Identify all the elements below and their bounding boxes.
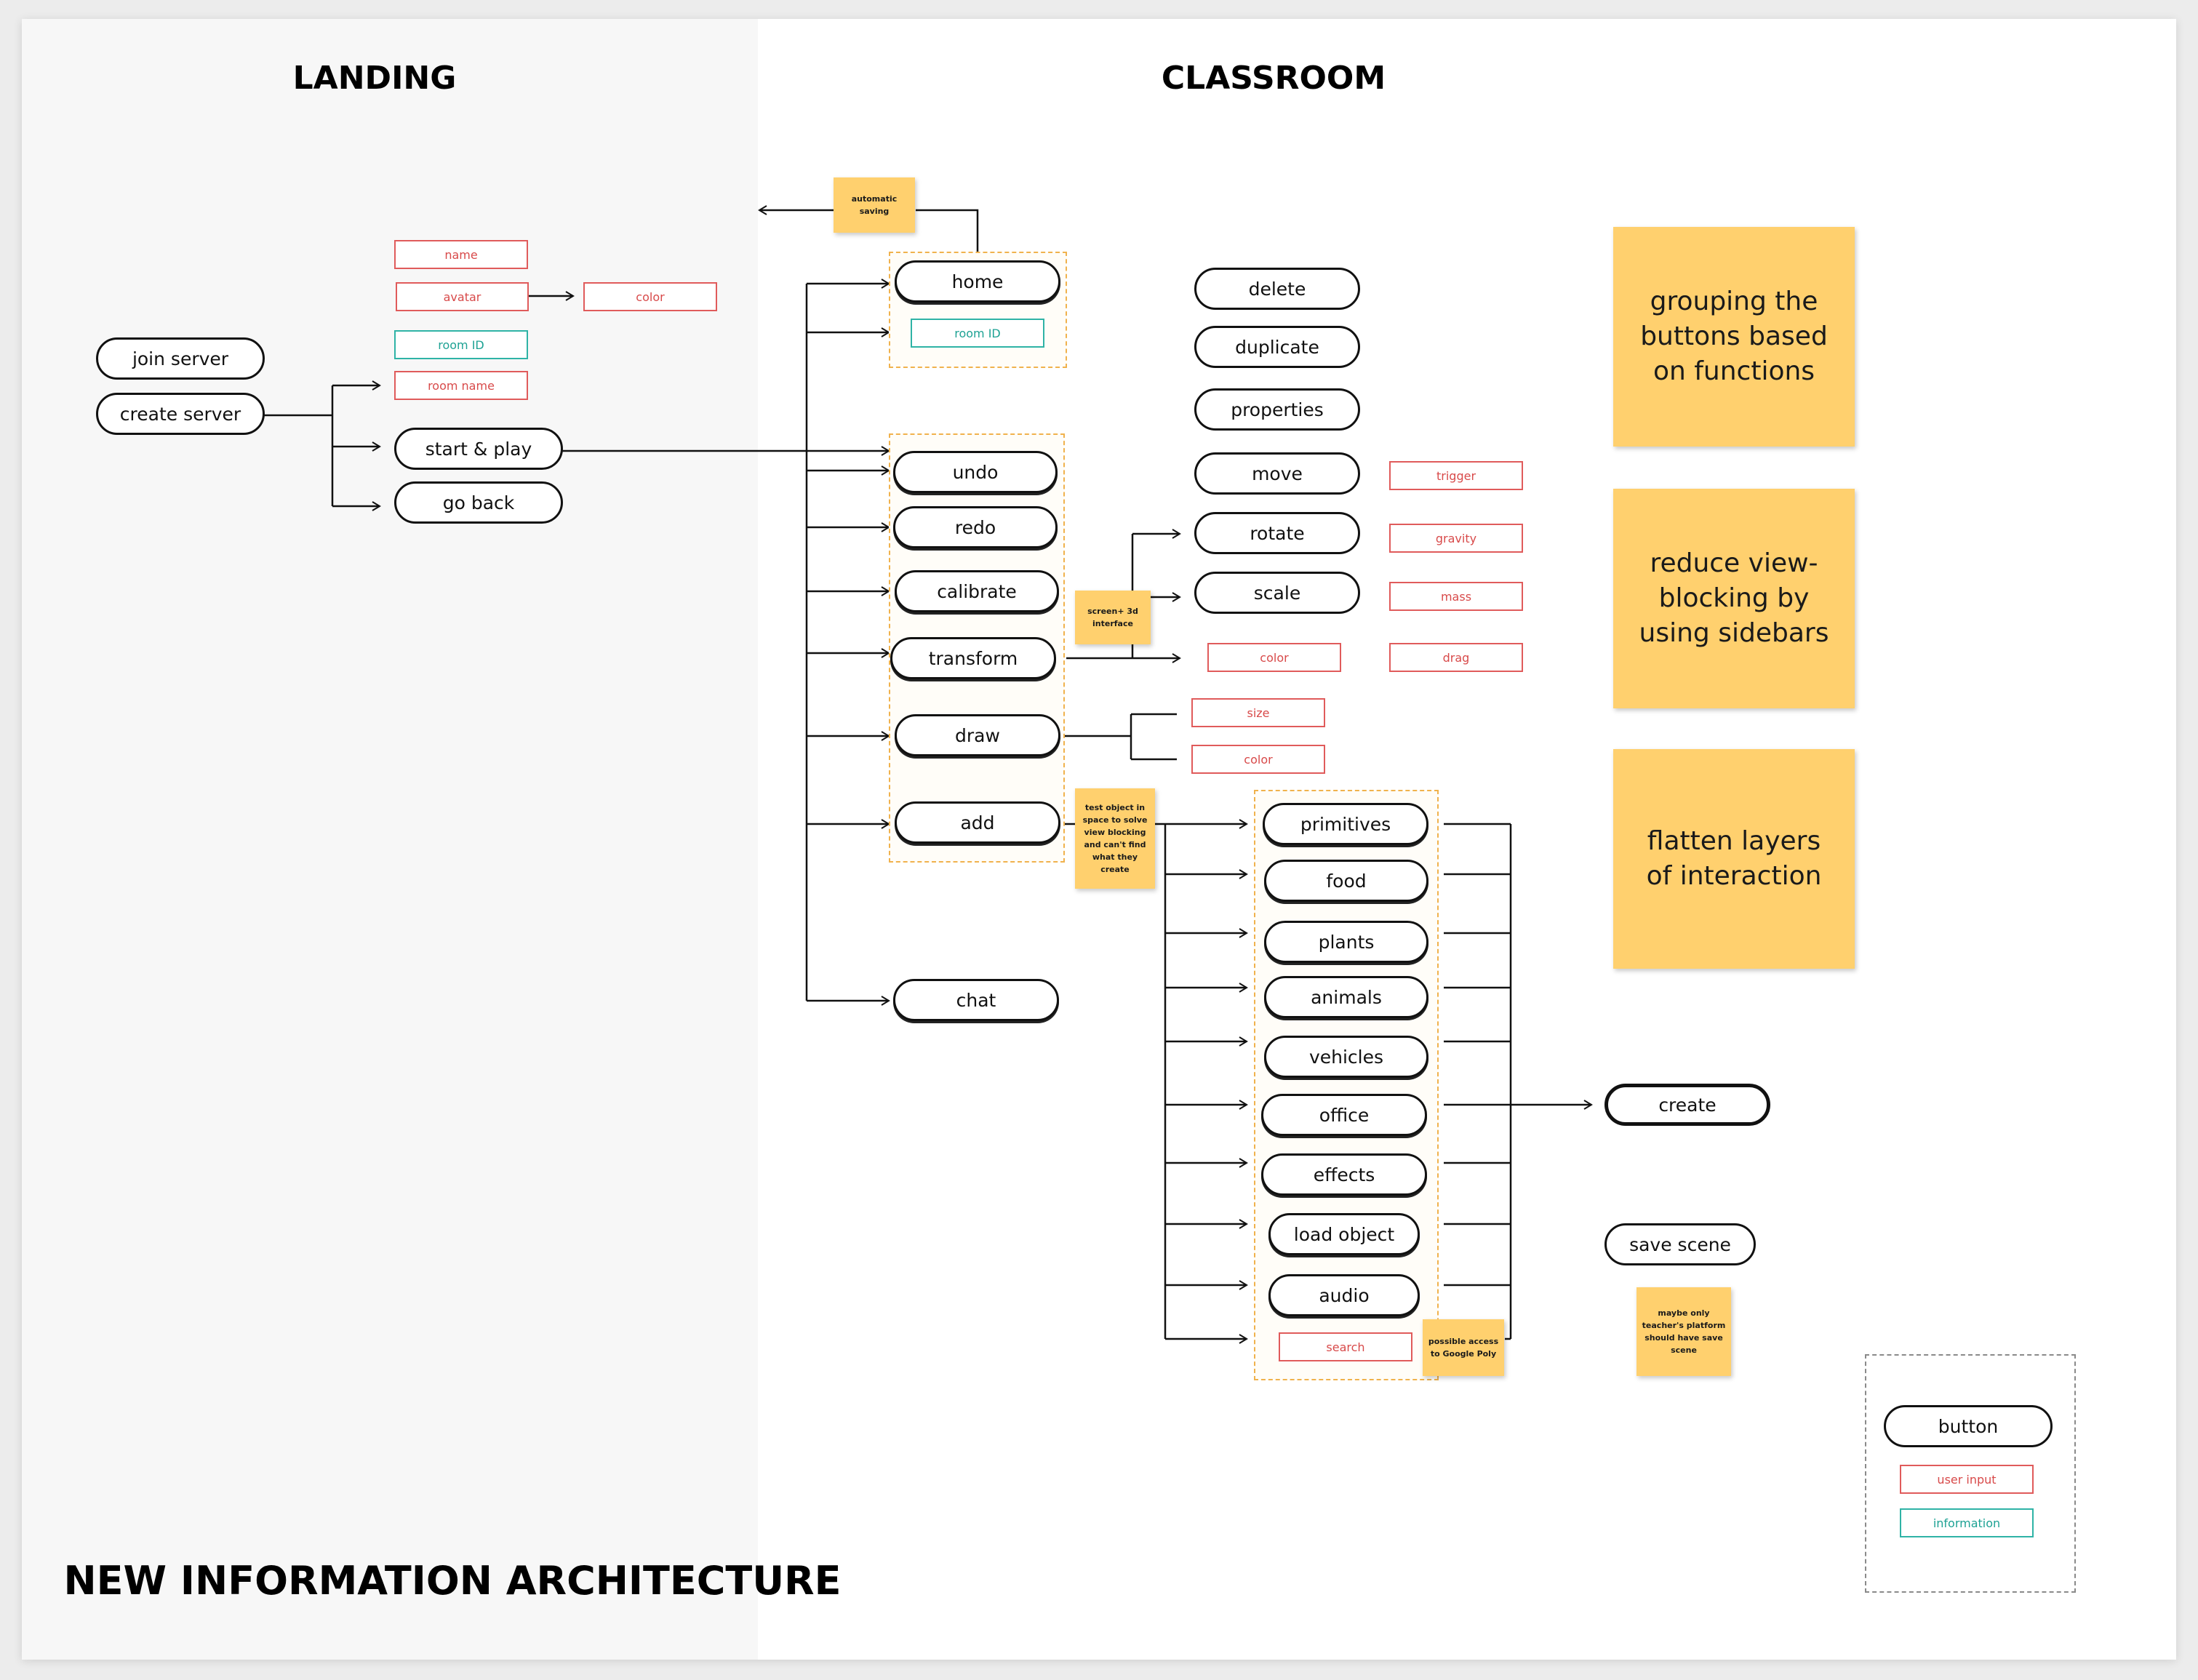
principle-grouping-note: grouping the buttons based on functions (1613, 227, 1855, 447)
home-button[interactable]: home (895, 260, 1060, 303)
add-button[interactable]: add (895, 801, 1060, 844)
drag-field[interactable]: drag (1389, 643, 1523, 672)
vehicles-button[interactable]: vehicles (1264, 1036, 1428, 1078)
gravity-field[interactable]: gravity (1389, 524, 1523, 553)
join-server-button[interactable]: join server (96, 337, 265, 380)
plants-button[interactable]: plants (1264, 921, 1428, 963)
legend-user-input-sample: user input (1900, 1465, 2034, 1494)
start-play-button[interactable]: start & play (394, 428, 563, 470)
go-back-button[interactable]: go back (394, 481, 563, 524)
trigger-field[interactable]: trigger (1389, 461, 1523, 490)
audio-button[interactable]: audio (1268, 1274, 1420, 1316)
search-field[interactable]: search (1279, 1332, 1412, 1361)
effects-button[interactable]: effects (1261, 1153, 1427, 1196)
room-id-info: room ID (394, 330, 528, 359)
redo-button[interactable]: redo (893, 506, 1058, 548)
automatic-saving-note: automatic saving (834, 177, 915, 233)
classroom-title: CLASSROOM (1161, 60, 1386, 97)
rotate-button[interactable]: rotate (1194, 512, 1360, 554)
office-button[interactable]: office (1261, 1094, 1427, 1136)
screen-3d-interface-note: screen+ 3d interface (1075, 591, 1151, 644)
properties-button[interactable]: properties (1194, 388, 1360, 431)
create-server-button[interactable]: create server (96, 393, 265, 435)
draw-size-field[interactable]: size (1191, 698, 1325, 727)
room-name-field[interactable]: room name (394, 371, 528, 400)
name-field[interactable]: name (394, 240, 528, 269)
legend-button-sample: button (1884, 1405, 2053, 1447)
principle-sidebars-note: reduce view-blocking by using sidebars (1613, 489, 1855, 708)
animals-button[interactable]: animals (1264, 976, 1428, 1018)
primitives-button[interactable]: primitives (1263, 803, 1428, 845)
move-button[interactable]: move (1194, 452, 1360, 495)
avatar-field[interactable]: avatar (396, 282, 529, 311)
legend-information-sample: information (1900, 1508, 2034, 1537)
google-poly-note: possible access to Google Poly (1423, 1319, 1504, 1376)
transform-color-field[interactable]: color (1207, 643, 1341, 672)
draw-button[interactable]: draw (895, 714, 1060, 756)
mass-field[interactable]: mass (1389, 582, 1523, 611)
load-object-button[interactable]: load object (1268, 1213, 1420, 1255)
principle-flatten-note: flatten layers of interaction (1613, 749, 1855, 969)
footer-title: NEW INFORMATION ARCHITECTURE (63, 1558, 842, 1604)
draw-color-field[interactable]: color (1191, 745, 1325, 774)
calibrate-button[interactable]: calibrate (895, 570, 1059, 612)
delete-button[interactable]: delete (1194, 268, 1360, 310)
save-scene-note: maybe only teacher's platform should hav… (1636, 1287, 1731, 1376)
undo-button[interactable]: undo (893, 451, 1058, 493)
duplicate-button[interactable]: duplicate (1194, 326, 1360, 368)
landing-title: LANDING (292, 60, 457, 97)
scale-button[interactable]: scale (1194, 572, 1360, 614)
classroom-room-id-info: room ID (911, 319, 1044, 348)
create-button[interactable]: create (1604, 1084, 1770, 1126)
food-button[interactable]: food (1264, 860, 1428, 902)
save-scene-button[interactable]: save scene (1604, 1223, 1756, 1265)
transform-button[interactable]: transform (890, 637, 1056, 679)
color-field[interactable]: color (583, 282, 717, 311)
add-test-object-note: test object in space to solve view block… (1075, 788, 1155, 889)
chat-button[interactable]: chat (893, 979, 1059, 1021)
